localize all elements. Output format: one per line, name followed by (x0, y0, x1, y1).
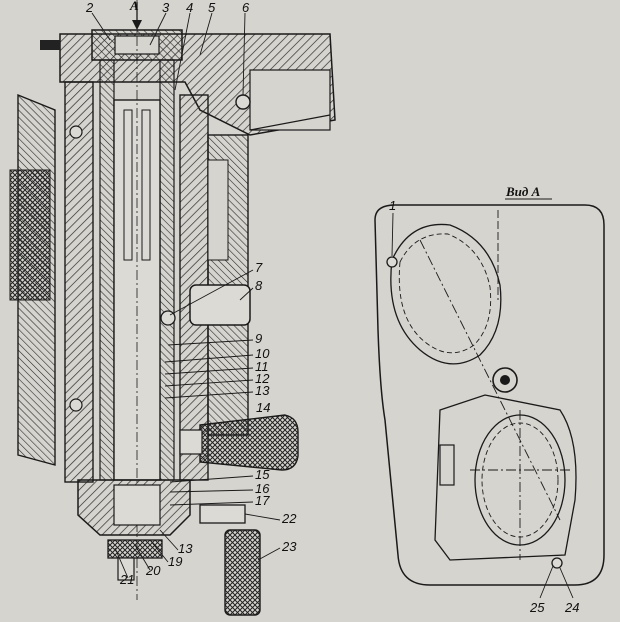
right-housing-recess (207, 159, 229, 261)
handle (199, 414, 299, 471)
callout-10: 10 (255, 346, 270, 361)
callout-17: 17 (255, 493, 270, 508)
part-22 (199, 504, 246, 524)
callout-13: 13 (255, 383, 270, 398)
pivot (492, 367, 518, 393)
callout-14: 14 (256, 400, 270, 415)
callout-25: 25 (529, 600, 545, 615)
callout-12: 12 (255, 371, 270, 386)
left-cross-hatch (9, 169, 51, 301)
callout-6: 6 (242, 0, 250, 15)
inner-tube-left (99, 59, 115, 481)
callout-2: 2 (85, 0, 94, 15)
section-arrow-label: A (129, 0, 139, 13)
callout-3: 3 (162, 0, 170, 15)
callout-4: 4 (186, 0, 193, 15)
base-core (113, 484, 161, 526)
callout-22: 22 (281, 511, 297, 526)
callout-15: 15 (255, 467, 270, 482)
view-a-outline (374, 204, 605, 586)
pin-left (40, 40, 60, 50)
slot (439, 444, 455, 486)
callout-19: 19 (168, 554, 182, 569)
pin-1 (386, 256, 398, 268)
outer-sleeve-left (64, 81, 94, 483)
view-a-diagonal (419, 239, 561, 521)
base-nut (107, 539, 163, 559)
callout-24: 24 (564, 600, 579, 615)
ball-upper (69, 125, 83, 139)
lower-plate (434, 394, 577, 561)
ball-lower (69, 398, 83, 412)
knob-23 (224, 529, 261, 616)
callout-23: 23 (281, 539, 297, 554)
bolt-6 (235, 94, 251, 110)
view-a (374, 198, 605, 599)
callout-1: 1 (389, 198, 396, 213)
plunger (189, 284, 251, 326)
pin-24 (551, 557, 563, 569)
callout-5: 5 (208, 0, 216, 15)
callout-9: 9 (255, 331, 262, 346)
labels: A Вид А 2 3 4 5 6 7 8 9 10 11 12 13 14 1… (85, 0, 579, 615)
spindle-groove-2 (141, 109, 151, 261)
callout-7: 7 (255, 260, 263, 275)
view-a-title: Вид А (505, 184, 541, 199)
callout-21: 21 (119, 572, 134, 587)
callout-20: 20 (145, 563, 161, 578)
callout-16: 16 (255, 481, 270, 496)
callout-11: 11 (255, 359, 269, 374)
callout-13b: 13 (178, 541, 193, 556)
spindle-groove-1 (123, 109, 133, 261)
view-a-loop (390, 223, 502, 365)
callout-8: 8 (255, 278, 263, 293)
housing-recess (249, 69, 331, 131)
handle-stem (179, 429, 203, 455)
inner-tube-right (159, 59, 175, 481)
section-view (9, 0, 336, 616)
